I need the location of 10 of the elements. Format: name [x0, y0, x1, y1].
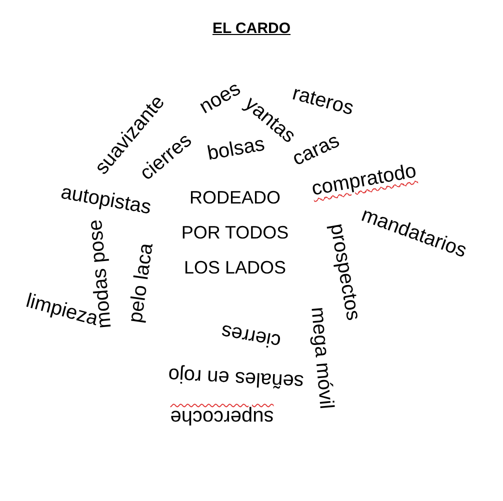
word: autopistas: [59, 181, 153, 219]
center-text: RODEADO POR TODOS LOS LADOS: [180, 186, 290, 280]
word: cierres: [220, 320, 282, 352]
word: pelo laca: [124, 242, 158, 324]
word: rateros: [290, 82, 356, 120]
word: bolsas: [206, 133, 266, 165]
word: compratodo: [310, 160, 418, 200]
word: señales en rojo: [168, 363, 304, 393]
word: supercoche: [170, 406, 274, 428]
title: EL CARDO: [212, 20, 291, 37]
